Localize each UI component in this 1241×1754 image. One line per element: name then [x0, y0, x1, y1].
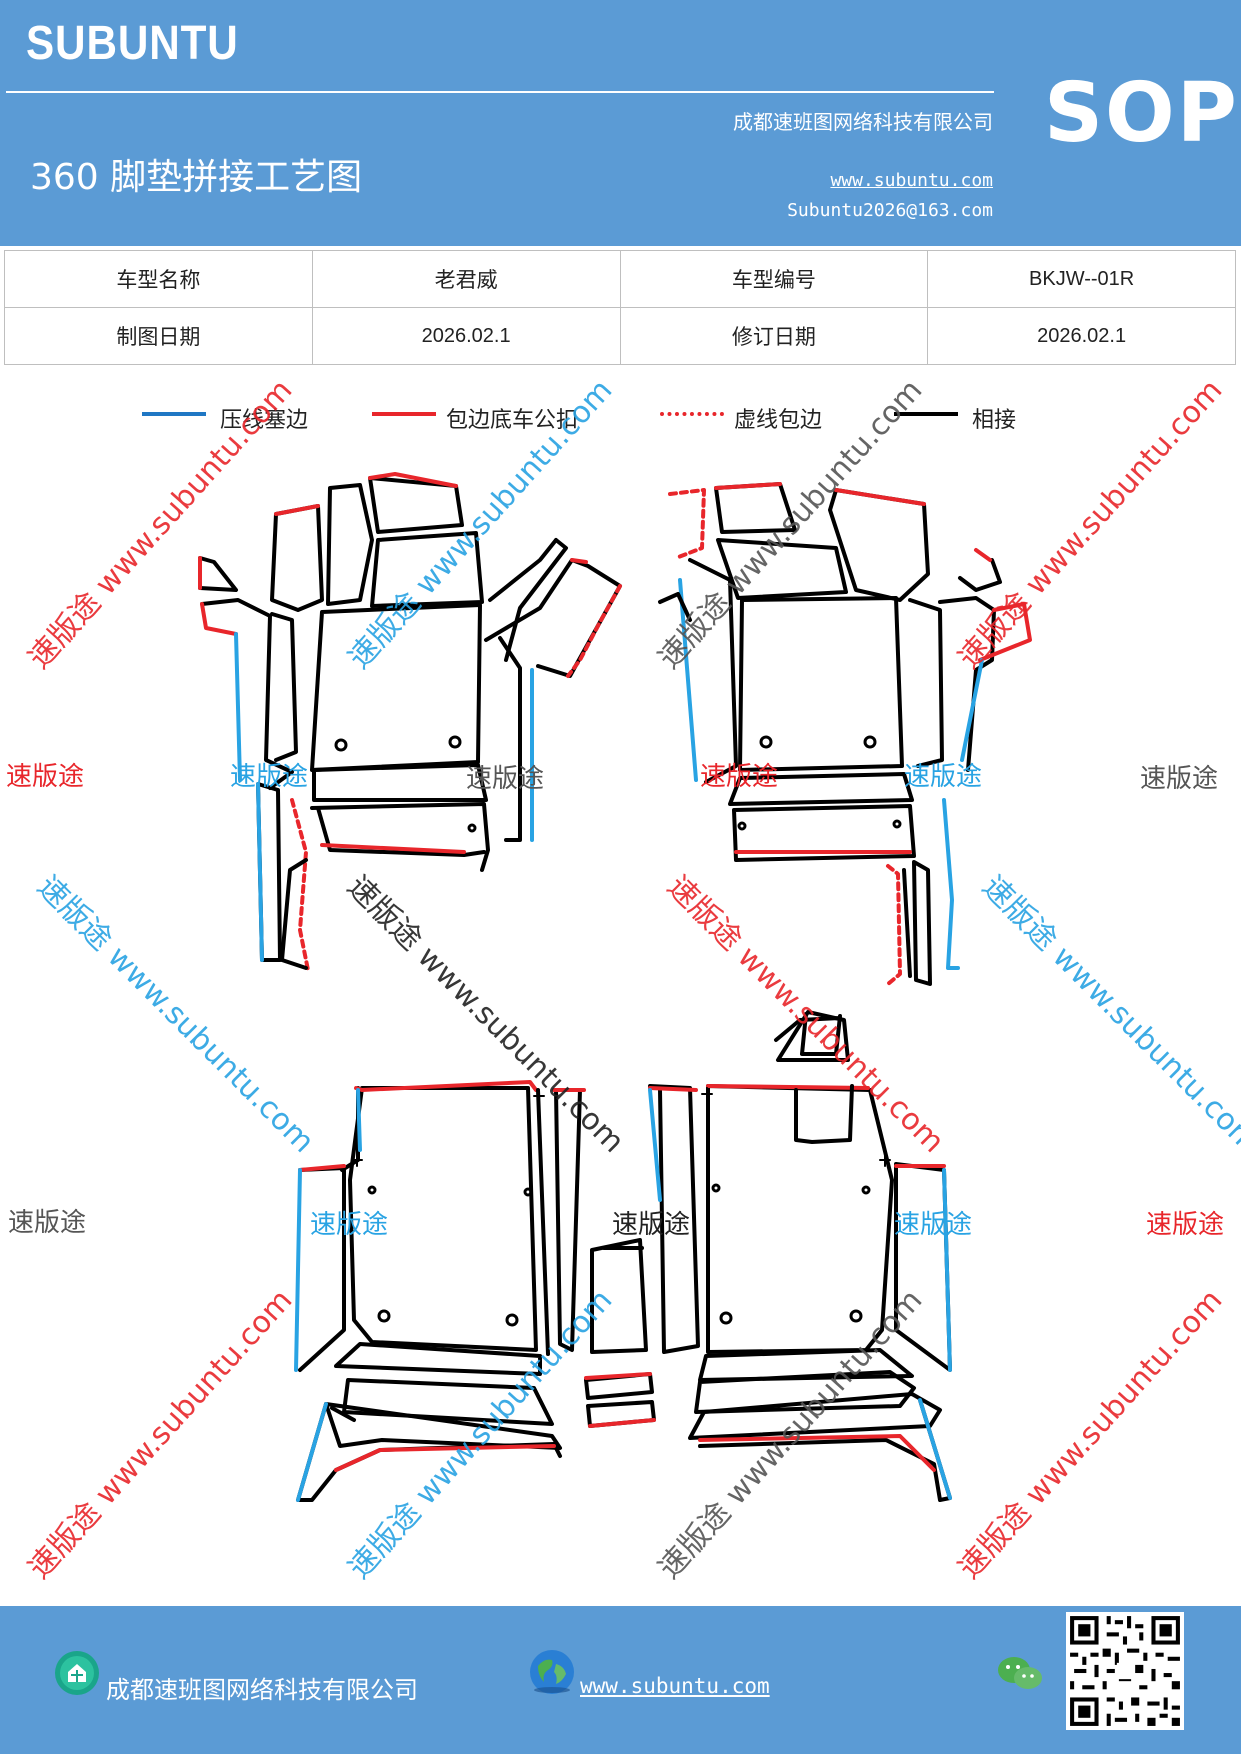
globe-icon — [530, 1650, 574, 1694]
watermark-text: 速版途 — [466, 764, 545, 794]
watermark-text: 速版途 — [1146, 1210, 1225, 1240]
draw-date-label: 制图日期 — [4, 307, 313, 365]
table-row: 车型名称 老君威 车型编号 BKJW--01R — [4, 250, 1236, 308]
revision-date-label: 修订日期 — [619, 307, 929, 365]
company-name: 成都速班图网络科技有限公司 — [733, 110, 993, 134]
watermark-text: 速版途 — [1140, 764, 1219, 794]
draw-date-value: 2026.02.1 — [311, 307, 621, 365]
mat-layout-rear-right — [648, 1010, 952, 1502]
watermark-text: 速版途 — [904, 762, 983, 792]
legend-swatch-black — [894, 412, 958, 416]
watermark-text: 速版途 — [700, 762, 779, 792]
mat-layout-front-right — [658, 482, 1032, 986]
mat-layout-rear-left — [294, 1080, 586, 1502]
footer-company: 成都速班图网络科技有限公司 — [106, 1676, 418, 1704]
sop-badge: SOP — [1044, 66, 1239, 161]
legend-swatch-red — [372, 412, 436, 416]
page-title: 360 脚垫拼接工艺图 — [30, 157, 363, 198]
email-address[interactable]: Subuntu2026@163.com — [787, 200, 993, 221]
watermark-text: 速版途 — [310, 1210, 389, 1240]
footer-website-link[interactable]: www.subuntu.com — [580, 1674, 770, 1698]
website-link[interactable]: www.subuntu.com — [830, 170, 993, 191]
wechat-icon — [998, 1657, 1042, 1689]
watermark-text: 速版途 — [6, 762, 85, 792]
model-code-label: 车型编号 — [619, 250, 929, 308]
revision-date-value: 2026.02.1 — [927, 307, 1236, 365]
legend-label: 虚线包边 — [734, 408, 823, 433]
company-icon — [55, 1651, 99, 1695]
legend-swatch-blue — [142, 412, 206, 416]
model-name-value: 老君威 — [311, 250, 621, 308]
mat-layout-front-left — [198, 472, 622, 972]
mat-layout-center — [584, 1238, 656, 1428]
legend-label: 包边底车公扣 — [446, 408, 579, 433]
watermark-text: 速版途 — [612, 1210, 691, 1240]
watermark-text: 速版途 — [894, 1210, 973, 1240]
clip-markers — [351, 1087, 891, 1167]
legend-label: 压线塞边 — [220, 408, 309, 433]
header-banner: SUBUNTU 成都速班图网络科技有限公司 360 脚垫拼接工艺图 www.su… — [0, 0, 1241, 246]
legend-label: 相接 — [972, 408, 1017, 433]
info-table: 车型名称 老君威 车型编号 BKJW--01R 制图日期 2026.02.1 修… — [4, 250, 1236, 365]
table-row: 制图日期 2026.02.1 修订日期 2026.02.1 — [4, 307, 1236, 365]
watermark-text: 速版途 — [8, 1208, 87, 1238]
qr-code — [1066, 1612, 1184, 1730]
watermark-text: 速版途 — [230, 762, 309, 792]
brand-logo: SUBUNTU — [26, 17, 239, 70]
model-code-value: BKJW--01R — [927, 250, 1236, 308]
header-divider — [6, 91, 994, 93]
model-name-label: 车型名称 — [4, 250, 313, 308]
legend-swatch-red-dotted — [660, 412, 724, 416]
